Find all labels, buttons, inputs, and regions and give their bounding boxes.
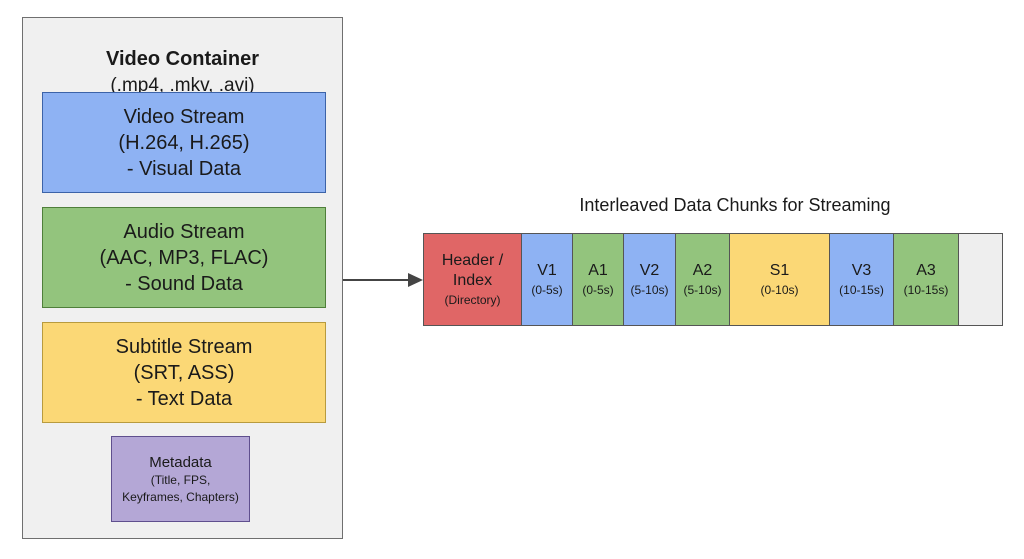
chunk-empty-slot <box>959 234 1002 325</box>
header-index-chunk: Header / Index (Directory) <box>424 234 522 325</box>
container-to-stream-arrow <box>343 273 423 287</box>
chunk-label: A2 <box>692 262 713 279</box>
arrow-head-icon <box>408 273 423 287</box>
audio-stream-codecs: (AAC, MP3, FLAC) <box>99 246 269 269</box>
chunk-v3: V3 (10-15s) <box>830 234 894 325</box>
chunk-a2: A2 (5-10s) <box>676 234 730 325</box>
video-stream-description: - Visual Data <box>126 157 242 180</box>
subtitle-stream-formats: (SRT, ASS) <box>133 361 235 384</box>
chunk-label: V1 <box>537 262 557 279</box>
subtitle-stream-description: - Text Data <box>135 387 233 410</box>
header-chunk-detail: (Directory) <box>444 293 501 307</box>
metadata-detail-line-1: (Title, FPS, <box>150 472 211 487</box>
container-subtitle: (.mp4, .mkv, .avi) <box>110 75 255 96</box>
header-chunk-label-line-2: Index <box>452 272 493 289</box>
audio-stream-box: Audio Stream (AAC, MP3, FLAC) - Sound Da… <box>42 207 326 308</box>
audio-stream-description: - Sound Data <box>125 272 243 295</box>
chunk-time: (10-15s) <box>839 283 884 297</box>
chunk-label: V2 <box>639 262 660 279</box>
subtitle-stream-box: Subtitle Stream (SRT, ASS) - Text Data <box>42 322 326 423</box>
video-stream-title: Video Stream <box>123 105 245 128</box>
chunk-time: (5-10s) <box>630 283 669 297</box>
metadata-detail-line-2: Keyframes, Chapters) <box>122 489 239 504</box>
video-stream-box: Video Stream (H.264, H.265) - Visual Dat… <box>42 92 326 193</box>
subtitle-stream-title: Subtitle Stream <box>115 335 253 358</box>
chunk-label: A1 <box>588 262 608 279</box>
chunk-v1: V1 (0-5s) <box>522 234 573 325</box>
chunk-time: (0-5s) <box>582 283 614 297</box>
chunk-label: V3 <box>851 262 872 279</box>
chunk-time: (10-15s) <box>903 283 949 297</box>
chunk-time: (0-5s) <box>531 283 563 297</box>
chunk-s1: S1 (0-10s) <box>730 234 830 325</box>
chunk-label: S1 <box>769 262 790 279</box>
metadata-box: Metadata (Title, FPS, Keyframes, Chapter… <box>111 436 250 522</box>
chunk-time: (0-10s) <box>760 283 799 297</box>
streaming-title: Interleaved Data Chunks for Streaming <box>579 195 891 215</box>
chunk-a3: A3 (10-15s) <box>894 234 959 325</box>
chunk-time: (5-10s) <box>683 283 722 297</box>
container-title: Video Container <box>106 48 259 70</box>
video-stream-codecs: (H.264, H.265) <box>118 131 250 154</box>
chunk-v2: V2 (5-10s) <box>624 234 676 325</box>
chunk-label: A3 <box>916 262 936 279</box>
header-chunk-label-line-1: Header / <box>441 252 504 269</box>
chunk-strip: Header / Index (Directory) V1 (0-5s) A1 … <box>423 233 1003 326</box>
audio-stream-title: Audio Stream <box>123 220 245 243</box>
chunk-a1: A1 (0-5s) <box>573 234 624 325</box>
metadata-title: Metadata <box>149 453 212 471</box>
